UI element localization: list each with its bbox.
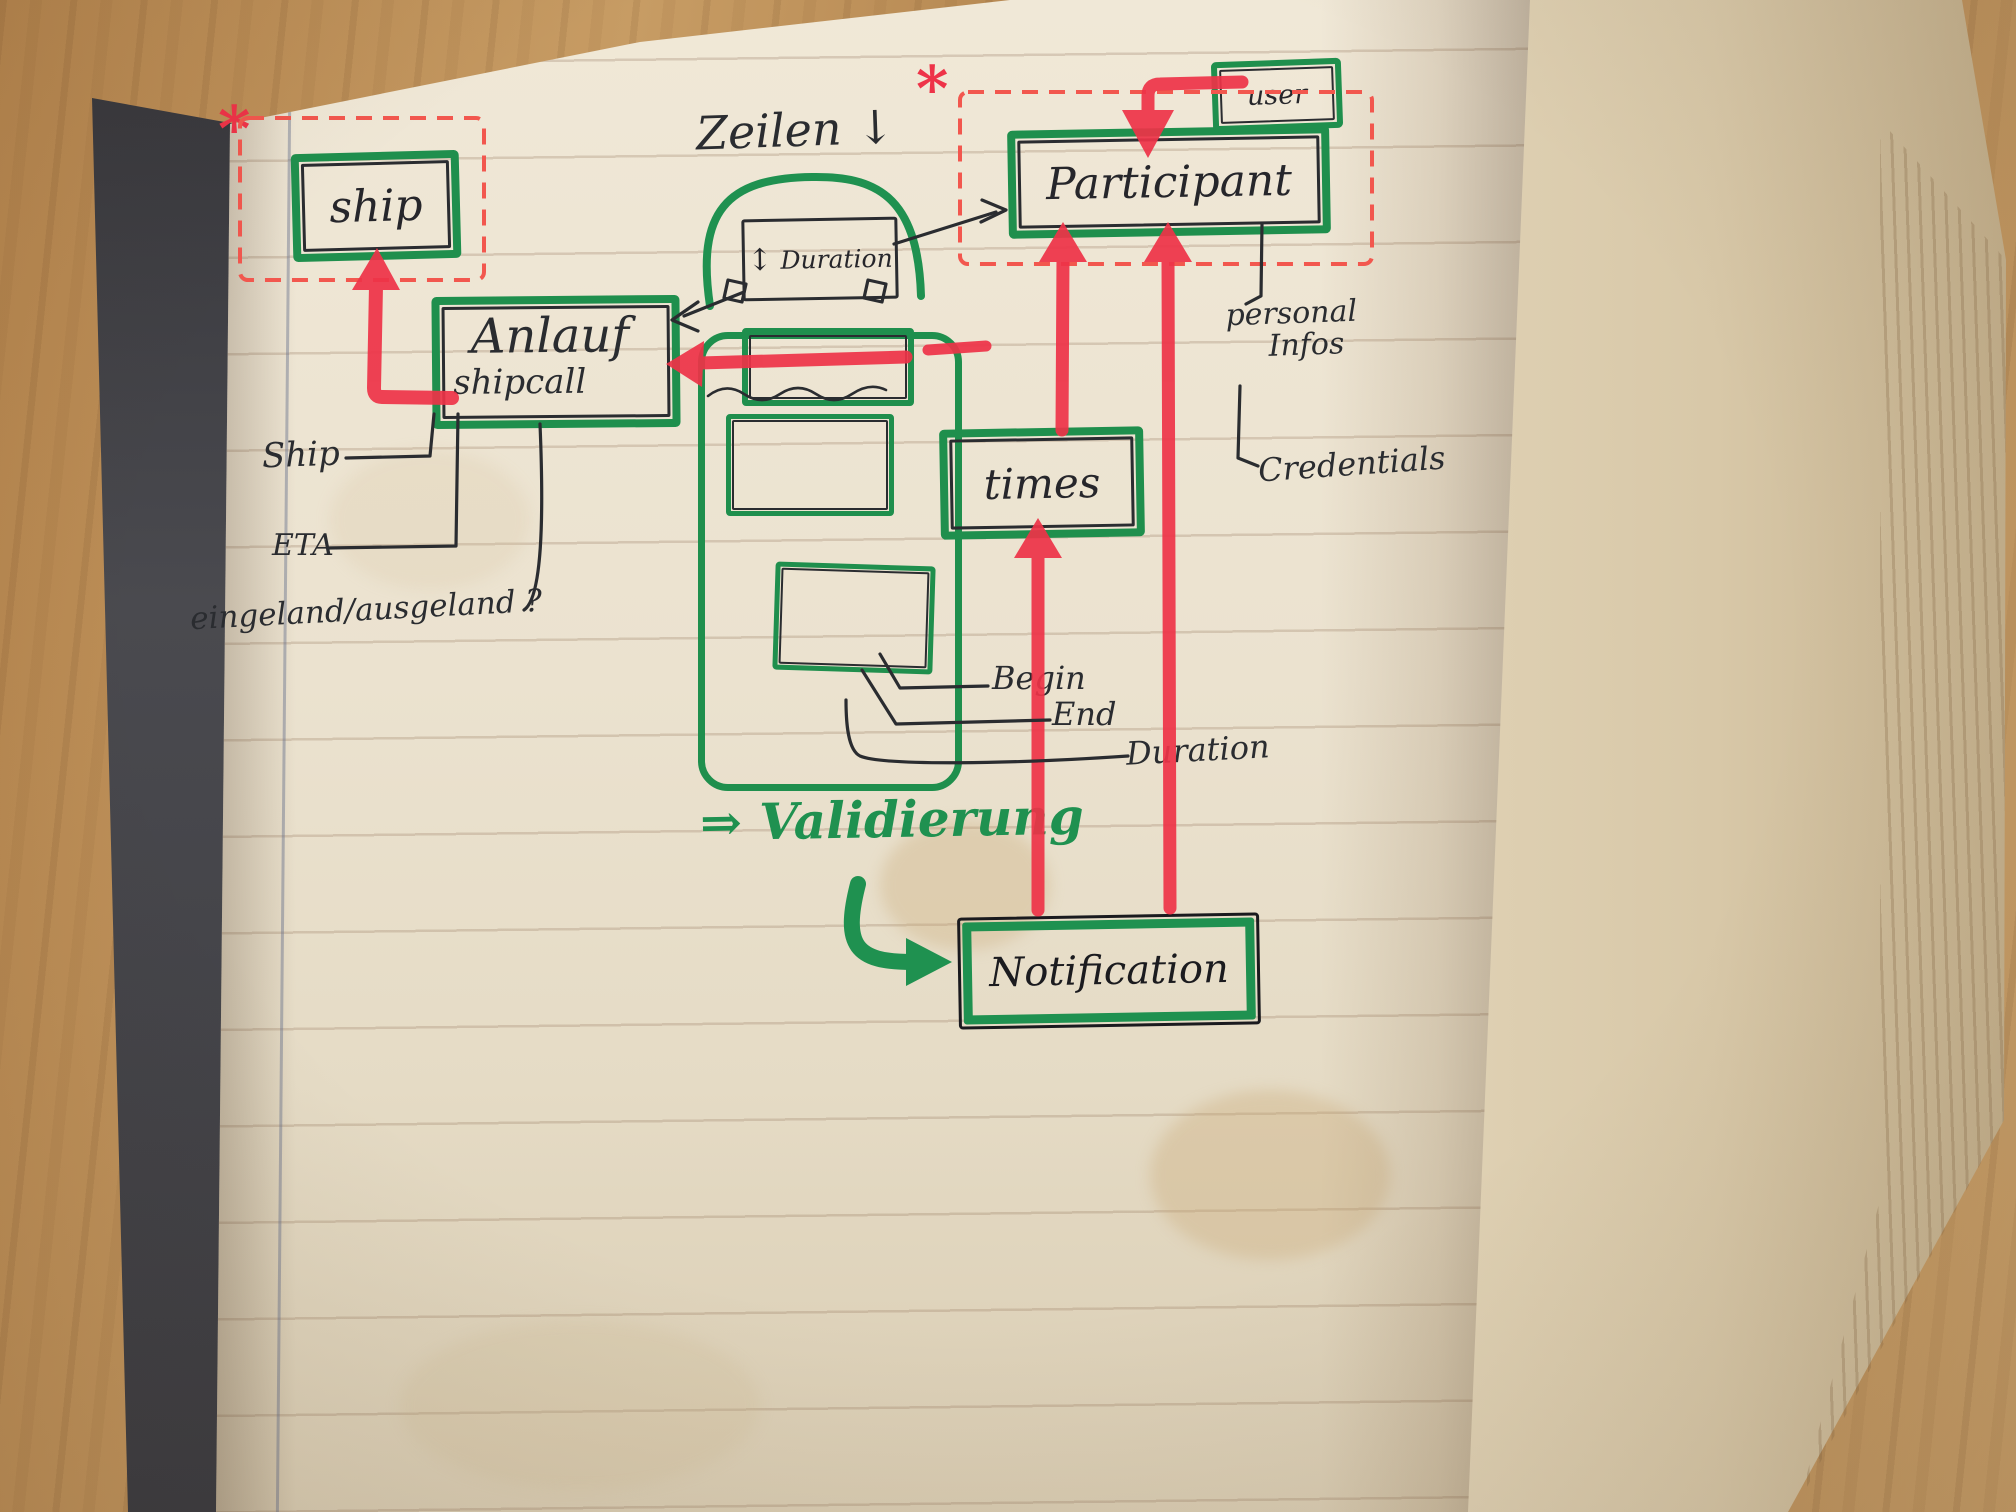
label-duration-attr: Duration <box>1125 727 1271 773</box>
entity-label-times: times <box>949 436 1135 530</box>
line-duration-to-anlauf <box>682 290 746 318</box>
arrow-notification-to-participant <box>1161 251 1177 915</box>
connector-credentials <box>1236 384 1260 468</box>
spine-shadow <box>216 100 296 1512</box>
entity-box-notification: Notification <box>957 912 1261 1030</box>
entity-box-ship: ship <box>290 149 462 263</box>
entity-label-anlauf-wrap: Anlauf shipcall <box>441 305 671 419</box>
line-duration-to-participant <box>892 210 998 246</box>
asterisk-left: * <box>218 92 251 165</box>
zeile-box-3-inner <box>778 567 930 669</box>
connector-personal-infos <box>1244 222 1264 306</box>
zeile-box-2-inner <box>732 420 888 510</box>
connector-ship-attr <box>344 412 436 460</box>
label-personal-infos: personal Infos <box>1224 293 1358 364</box>
label-eta: ETA <box>272 528 334 563</box>
zeile-box-1 <box>742 328 914 406</box>
entity-label-participant: Participant <box>1017 135 1321 229</box>
entity-box-anlauf: Anlauf shipcall <box>431 294 681 430</box>
entity-box-user: user <box>1210 57 1344 133</box>
arrowhead-notification <box>906 938 952 986</box>
entity-box-duration: ↕ Duration <box>741 216 899 302</box>
entity-label-shipcall: shipcall <box>453 361 587 403</box>
curved-arrow-to-notification <box>843 876 920 970</box>
zeile-box-1-inner <box>749 335 907 399</box>
asterisk-right: * <box>916 52 949 125</box>
zeile-box-2 <box>726 414 894 516</box>
label-credentials: Credentials <box>1256 438 1447 490</box>
label-begin: Begin <box>992 659 1086 697</box>
label-eingeland: eingeland/ausgeland ? <box>189 582 543 638</box>
label-ship-attr: Ship <box>261 433 341 477</box>
paper-stain <box>1150 1090 1390 1260</box>
arrow-times-to-participant <box>1055 251 1070 437</box>
entity-box-times: times <box>939 426 1145 540</box>
entity-label-notification: Notification <box>962 917 1256 1025</box>
paper-stain <box>400 1320 760 1490</box>
entity-label-duration: Duration <box>780 243 893 275</box>
entity-label-user: user <box>1219 66 1335 124</box>
entity-box-participant: Participant <box>1007 125 1331 239</box>
label-end: End <box>1052 695 1117 733</box>
entity-label-ship: ship <box>300 160 452 252</box>
zeile-box-3 <box>772 561 936 675</box>
updown-arrow-icon: ↕ <box>747 242 773 278</box>
note-zeilen: Zeilen ↓ <box>695 99 896 161</box>
entity-label-anlauf: Anlauf <box>470 307 630 365</box>
note-validierung: ⇒ Validierung <box>699 786 1085 853</box>
connector-eta <box>326 412 460 550</box>
arrowhead-duration-participant <box>979 198 1008 224</box>
